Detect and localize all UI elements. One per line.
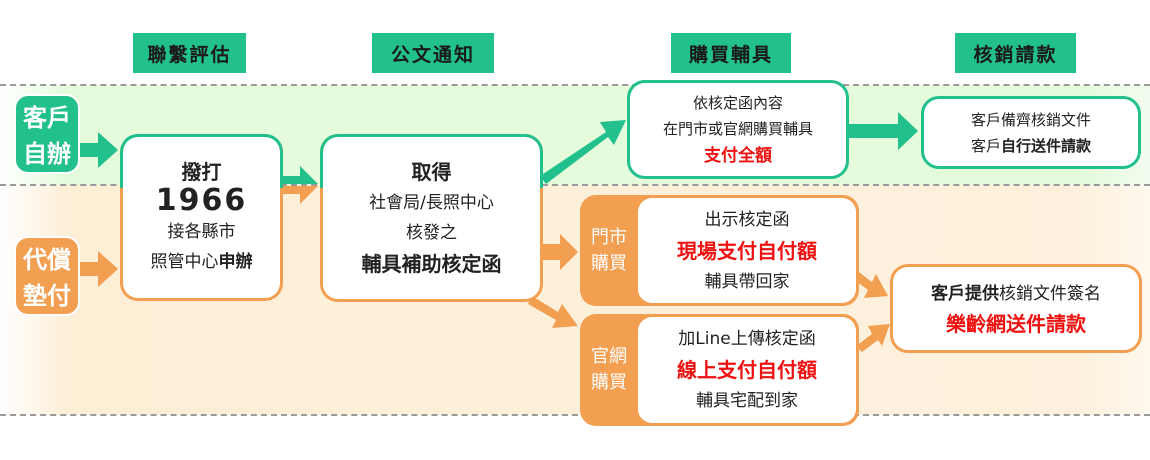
side-label: 官網 <box>591 346 627 367</box>
phone-number: 1966 <box>155 182 248 218</box>
side-label: 門市 <box>591 226 627 248</box>
proxy-claim-text: 提供 <box>965 283 999 304</box>
lane-label-line: 客戶 <box>23 104 71 132</box>
step1-title: 撥打 <box>181 159 222 184</box>
store-purchase-box: 門市購買 出示核定函 現場支付自付額 輔具帶回家 <box>580 195 859 306</box>
self-claim-submit: 自行送件請款 <box>1001 136 1092 155</box>
divider <box>0 84 1150 86</box>
header-notice: 公文通知 <box>372 33 494 73</box>
pay-full-amount: 支付全額 <box>704 145 772 166</box>
proxy-claim-box: 客戶提供核銷文件簽名 樂齡網送件請款 <box>890 264 1142 353</box>
step1-text: 照管中心 <box>150 251 219 272</box>
online-pay-copay: 線上支付自付額 <box>677 358 817 382</box>
lane-label-proxy: 代償 墊付 <box>14 236 80 316</box>
arrow-online-to-claim <box>856 324 890 352</box>
side-label: 購買 <box>591 372 627 393</box>
lane-label-line: 墊付 <box>23 282 71 310</box>
proxy-claim-text: 核銷文件簽名 <box>999 283 1101 304</box>
store-text: 出示核定函 <box>704 209 790 230</box>
arrow-step1-to-step2 <box>282 186 318 204</box>
self-purchase-text: 依核定函內容 <box>692 93 783 112</box>
online-purchase-label: 官網購買 <box>580 314 638 426</box>
arrow-self-buy-to-claim <box>848 112 918 150</box>
self-purchase-box: 依核定函內容 在門市或官網購買輔具 支付全額 <box>627 80 849 179</box>
arrow-store-to-claim <box>852 270 888 298</box>
online-purchase-box: 官網購買 加Line上傳核定函 線上支付自付額 輔具宅配到家 <box>580 314 859 426</box>
arrow-step1-to-step2 <box>282 166 318 184</box>
store-pay-copay: 現場支付自付額 <box>677 238 817 263</box>
self-claim-text: 客戶備齊核銷文件 <box>970 110 1091 129</box>
side-label: 購買 <box>591 252 627 274</box>
step2-title: 取得 <box>411 160 452 184</box>
proxy-claim-text: 客戶 <box>931 283 965 304</box>
self-claim-text: 客戶 <box>970 136 1001 155</box>
divider <box>0 184 1150 186</box>
lane-label-self: 客戶 自辦 <box>14 94 80 174</box>
proxy-claim-submit: 樂齡網送件請款 <box>946 311 1086 336</box>
step2-text: 核發之 <box>406 223 457 243</box>
divider <box>0 414 1150 416</box>
arrow-step2-to-store <box>542 234 578 270</box>
arrow-step2-to-online <box>528 296 578 328</box>
arrow-self-to-step1 <box>78 132 118 168</box>
header-contact: 聯繫評估 <box>133 33 246 73</box>
online-text: 輔具宅配到家 <box>696 391 798 411</box>
step2-letter: 輔具補助核定函 <box>361 252 502 276</box>
step1-apply: 申辦 <box>218 251 253 272</box>
arrow-proxy-to-step1 <box>78 251 118 287</box>
step1-call-1966: 撥打 1966 接各縣市 照管中心申辦 <box>120 134 283 301</box>
header-claim: 核銷請款 <box>955 33 1076 73</box>
store-purchase-label: 門市購買 <box>580 195 638 306</box>
step2-text: 社會局/長照中心 <box>369 193 494 213</box>
lane-label-line: 自辦 <box>23 140 71 168</box>
self-claim-box: 客戶備齊核銷文件 客戶自行送件請款 <box>921 96 1141 169</box>
header-purchase: 購買輔具 <box>671 33 791 73</box>
arrow-step2-to-self-buy <box>540 120 626 184</box>
lane-label-line: 代償 <box>23 246 71 274</box>
self-purchase-text: 在門市或官網購買輔具 <box>662 119 813 138</box>
online-text: 加Line上傳核定函 <box>678 329 816 349</box>
store-text: 輔具帶回家 <box>704 271 790 292</box>
step1-text: 接各縣市 <box>167 221 236 242</box>
step2-get-approval-letter: 取得 社會局/長照中心 核發之 輔具補助核定函 <box>320 134 543 302</box>
